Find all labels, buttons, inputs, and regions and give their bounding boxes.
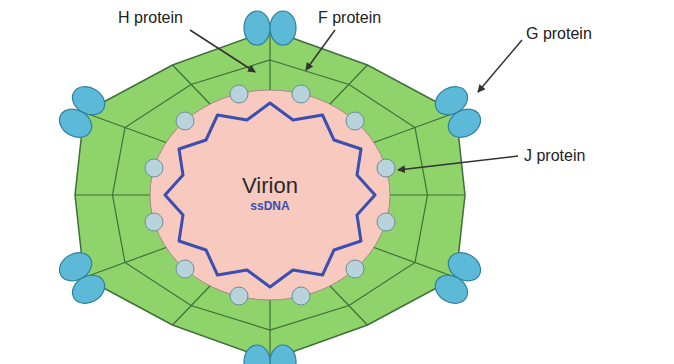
part-label: J protein [524,146,585,165]
part-label: H protein [118,8,183,27]
part-label: G protein [526,24,592,43]
part-label: F protein [318,8,381,27]
core-title: Virion [242,173,298,199]
virion-core: VirionssDNA [234,169,306,218]
genome-label: ssDNA [242,199,298,213]
